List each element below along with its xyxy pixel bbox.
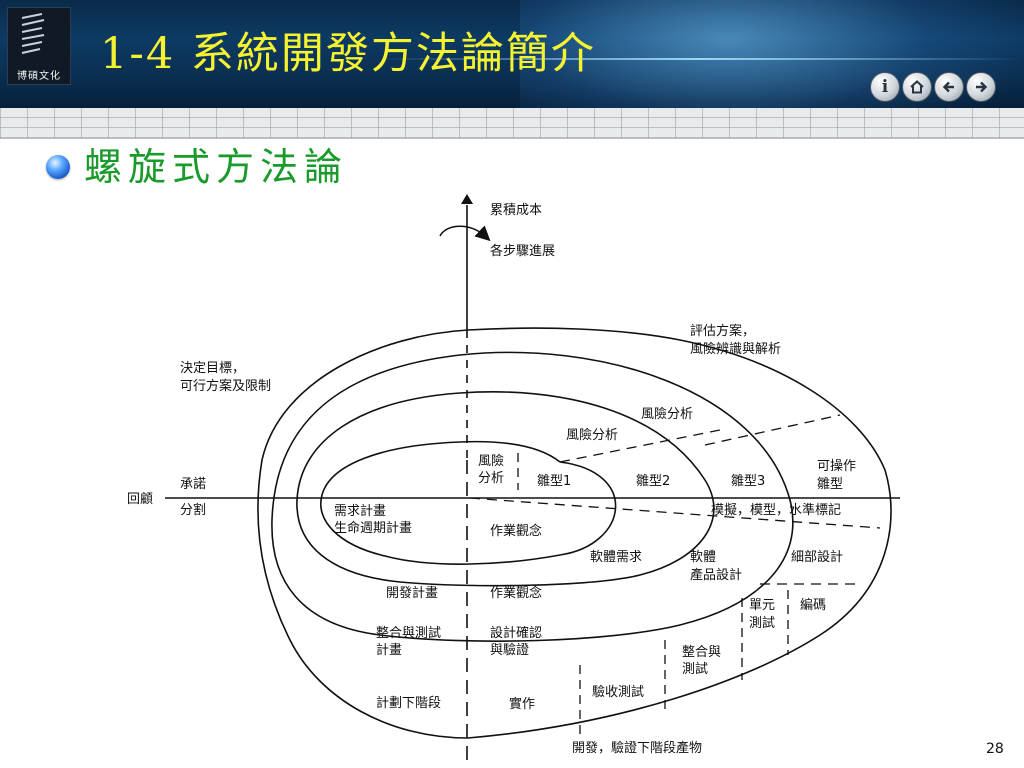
risk-analysis-inner-line1: 風險 [478, 454, 504, 469]
risk-analysis-mid-label: 風險分析 [566, 428, 618, 443]
spiral-loop-inner [320, 440, 617, 565]
operational-prototype-line2: 雛型 [817, 477, 843, 492]
simulation-label: 模擬，模型，水準標記 [711, 502, 841, 518]
detailed-design-label: 細部設計 [791, 549, 843, 565]
evaluate-label-line1: 評估方案， [690, 323, 755, 339]
prototype-3-label: 雛型3 [731, 474, 765, 489]
requirements-plan-line1: 需求計畫 [334, 503, 386, 519]
progress-label: 各步驟進展 [490, 243, 555, 259]
design-verification-line1: 設計確認 [490, 625, 542, 641]
forward-button[interactable] [966, 72, 996, 102]
commitment-label: 承諾 [180, 476, 206, 492]
prototype-2-label: 雛型2 [636, 474, 670, 489]
concept-mid-label: 作業觀念 [490, 585, 542, 601]
unit-test-line2: 測試 [749, 615, 775, 631]
prototype-1-label: 雛型1 [537, 474, 571, 489]
integration-test-line1: 整合與 [682, 645, 721, 660]
bullet-icon [46, 155, 70, 179]
code-label: 編碼 [800, 597, 826, 613]
integration-plan-line2: 計畫 [376, 642, 402, 658]
decorative-grid-strip [0, 108, 1024, 139]
concept-inner-label: 作業觀念 [490, 523, 542, 539]
arrow-left-icon [942, 81, 954, 93]
info-icon: i [881, 77, 889, 97]
slide-header: 博碩文化 1-4 系統開發方法論簡介 i [0, 0, 1024, 108]
integration-test-line2: 測試 [682, 661, 708, 677]
section-heading: 螺旋式方法論 [84, 145, 349, 189]
info-button[interactable]: i [870, 72, 900, 102]
cost-axis-arrowhead [461, 194, 473, 204]
product-design-line1: 軟體 [690, 549, 716, 565]
integration-plan-line1: 整合與測試 [376, 625, 441, 641]
review-label: 回顧 [127, 492, 153, 507]
implementation-label: 實作 [509, 696, 535, 712]
development-plan-label: 開發計畫 [386, 585, 438, 601]
development-divider [469, 497, 881, 529]
develop-verify-label: 開發，驗證下階段產物 [572, 740, 702, 756]
unit-test-line1: 單元 [749, 598, 775, 613]
next-phase-plan-label: 計劃下階段 [376, 695, 441, 711]
logo-caption: 博碩文化 [17, 71, 61, 82]
header-light-streak [380, 58, 1020, 60]
risk-analysis-outer-label: 風險分析 [641, 407, 693, 422]
page-number: 28 [986, 741, 1004, 757]
spiral-loop-third [271, 351, 794, 642]
design-verification-line2: 與驗證 [490, 642, 529, 658]
spiral-loop-outer [257, 327, 892, 739]
requirements-plan-line2: 生命週期計畫 [334, 520, 412, 536]
home-icon [910, 80, 924, 94]
spiral-loop-second [296, 391, 715, 587]
cumulative-cost-label: 累積成本 [490, 203, 542, 218]
risk-analysis-inner-line2: 分析 [478, 471, 504, 486]
partition-label: 分割 [180, 502, 206, 518]
evaluate-label-line2: 風險辨識與解析 [690, 342, 781, 357]
product-design-line2: 產品設計 [690, 567, 742, 583]
objectives-label-line2: 可行方案及限制 [180, 378, 271, 394]
logo-mark-icon [21, 13, 45, 54]
progress-arrow-icon [439, 225, 491, 242]
back-button[interactable] [934, 72, 964, 102]
slide-title: 1-4 系統開發方法論簡介 [100, 29, 596, 79]
operational-prototype-line1: 可操作 [817, 458, 856, 474]
acceptance-test-label: 驗收測試 [592, 684, 644, 700]
publisher-logo: 博碩文化 [7, 7, 71, 85]
arrow-right-icon [976, 81, 988, 93]
objectives-label-line1: 決定目標， [180, 361, 245, 376]
risk-divider-2 [704, 414, 841, 446]
software-requirements-label: 軟體需求 [590, 549, 642, 565]
home-button[interactable] [902, 72, 932, 102]
